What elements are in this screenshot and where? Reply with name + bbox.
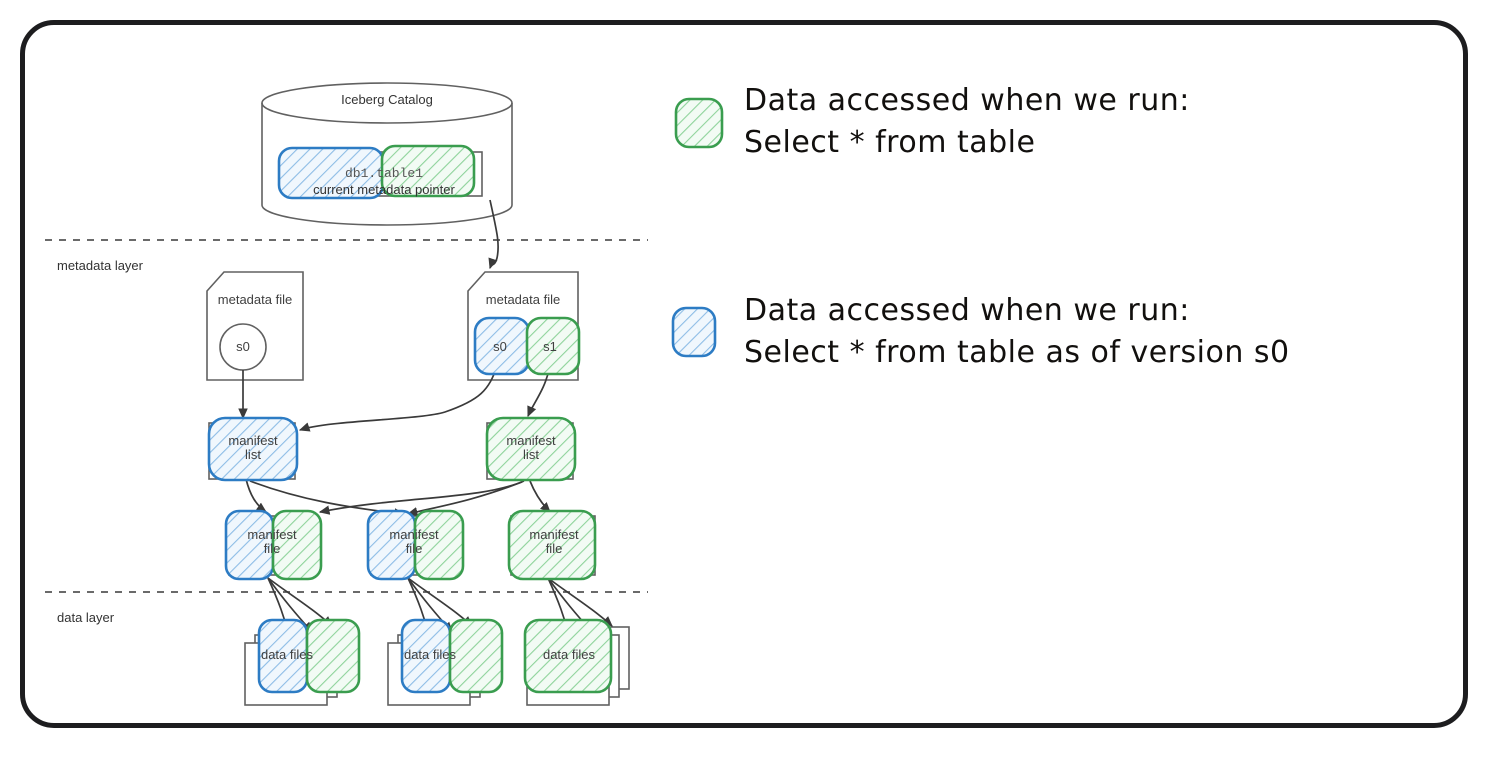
legend-swatch-green [674, 97, 724, 149]
layer-label-metadata: metadata layer [57, 258, 143, 273]
catalog-entry-table: db1.table1 [344, 166, 423, 181]
catalog-cylinder [261, 82, 513, 226]
legend-swatch-blue [671, 306, 717, 358]
layer-label-data: data layer [57, 610, 115, 625]
catalog-entry-pointer: current metadata pointer [313, 182, 455, 197]
data-files-label-2: data files [403, 647, 457, 662]
snapshot-label-s1: s1 [543, 339, 557, 354]
legend-text-blue: Data accessed when we run: Select * from… [744, 293, 1290, 370]
metadata-file-label-1: metadata file [217, 292, 293, 307]
manifest-file-label-2: manifest file [389, 527, 439, 556]
slide-frame [20, 20, 1468, 728]
manifest-file-label-1: manifest file [247, 527, 297, 556]
legend-text-green: Data accessed when we run: Select * from… [744, 83, 1190, 160]
manifest-list-label-1: manifest list [228, 433, 278, 462]
highlight-blue-shapes [207, 146, 531, 694]
metadata-file-label-2: metadata file [485, 292, 561, 307]
highlight-green-shapes [271, 144, 613, 694]
catalog-title: Iceberg Catalog [341, 92, 433, 107]
layer-divider [45, 239, 648, 593]
snapshot-label-s0-right: s0 [493, 339, 507, 354]
data-files-label-3: data files [542, 647, 596, 662]
manifest-file-label-3: manifest file [529, 527, 579, 556]
manifest-list-label-2: manifest list [506, 433, 556, 462]
data-files-label-1: data files [260, 647, 314, 662]
snapshot-label-s0-left: s0 [236, 339, 250, 354]
